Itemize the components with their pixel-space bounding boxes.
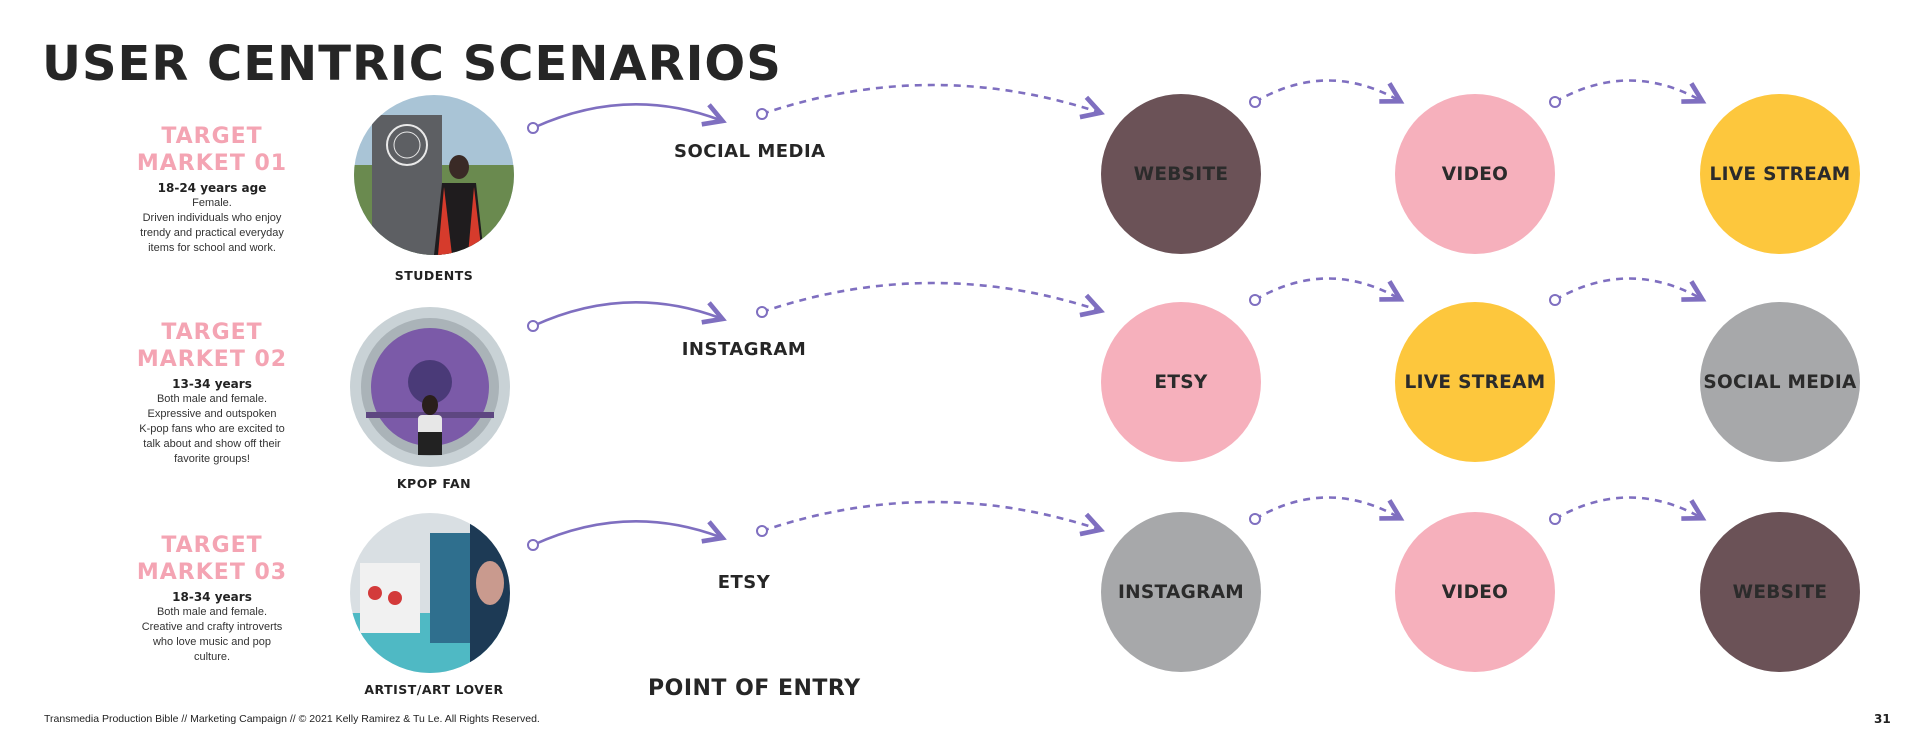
arrow-touchpoint-2-to-3-1-start-dot <box>1549 96 1561 108</box>
market-03-age: 18-34 years <box>172 590 252 604</box>
arrow-touchpoint-1-to-2-2 <box>1254 277 1405 302</box>
arrow-photo-to-entry-3 <box>532 520 727 547</box>
arrow-entry-to-touchpoint-1 <box>761 83 1105 120</box>
arrow-touchpoint-1-to-2-1-start-dot <box>1249 96 1261 108</box>
market-02-description: Both male and female.Expressive and outs… <box>139 393 285 465</box>
arrow-photo-to-entry-1 <box>532 103 727 130</box>
students-photo <box>354 95 514 255</box>
market-01-description: Female.Driven individuals who enjoy tren… <box>140 197 284 254</box>
arrow-touchpoint-2-to-3-2-start-dot <box>1549 294 1561 306</box>
arrow-photo-to-entry-2 <box>532 301 727 328</box>
arrow-touchpoint-2-to-3-3-start-dot <box>1549 513 1561 525</box>
arrow-entry-to-touchpoint-3-start-dot <box>756 525 768 537</box>
touchpoint-live-stream: LIVE STREAM <box>1395 302 1555 462</box>
touchpoint-video: VIDEO <box>1395 512 1555 672</box>
arrow-touchpoint-1-to-2-1 <box>1254 79 1405 104</box>
arrow-touchpoint-1-to-2-3-start-dot <box>1249 513 1261 525</box>
market-02-age: 13-34 years <box>172 377 252 391</box>
point-of-entry-label: POINT OF ENTRY <box>648 676 861 701</box>
arrow-entry-to-touchpoint-2-start-dot <box>756 306 768 318</box>
students-caption: STUDENTS <box>394 268 474 283</box>
market-03-description: Both male and female.Creative and crafty… <box>141 606 283 663</box>
artist-photo <box>350 513 510 673</box>
touchpoint-video: VIDEO <box>1395 94 1555 254</box>
touchpoint-instagram: INSTAGRAM <box>1101 512 1261 672</box>
touchpoint-website: WEBSITE <box>1101 94 1261 254</box>
arrow-touchpoint-1-to-2-2-start-dot <box>1249 294 1261 306</box>
entry-instagram: INSTAGRAM <box>681 339 807 360</box>
arrow-entry-to-touchpoint-2 <box>761 281 1105 318</box>
arrow-photo-to-entry-3-start-dot <box>527 539 539 551</box>
touchpoint-social-media: SOCIAL MEDIA <box>1700 302 1860 462</box>
arrow-touchpoint-1-to-2-3 <box>1254 496 1405 521</box>
footer-text: Transmedia Production Bible // Marketing… <box>44 713 540 725</box>
touchpoint-live-stream: LIVE STREAM <box>1700 94 1860 254</box>
arrow-touchpoint-2-to-3-2 <box>1554 277 1707 302</box>
entry-etsy: ETSY <box>717 572 771 593</box>
touchpoint-website: WEBSITE <box>1700 512 1860 672</box>
page-title: USER CENTRIC SCENARIOS <box>42 36 782 92</box>
kpop-fan-caption: KPOP FAN <box>396 476 472 491</box>
kpop-fan-photo <box>350 307 510 467</box>
artist-caption: ARTIST/ART LOVER <box>364 682 504 697</box>
market-01-age: 18-24 years age <box>157 181 267 195</box>
touchpoint-etsy: ETSY <box>1101 302 1261 462</box>
arrow-photo-to-entry-1-start-dot <box>527 122 539 134</box>
arrow-entry-to-touchpoint-3 <box>761 500 1105 537</box>
entry-social-media: SOCIAL MEDIA <box>674 141 826 162</box>
page-number: 31 <box>1874 712 1891 726</box>
arrow-touchpoint-2-to-3-3 <box>1554 496 1707 521</box>
arrow-touchpoint-2-to-3-1 <box>1554 79 1707 104</box>
arrow-photo-to-entry-2-start-dot <box>527 320 539 332</box>
arrow-entry-to-touchpoint-1-start-dot <box>756 108 768 120</box>
